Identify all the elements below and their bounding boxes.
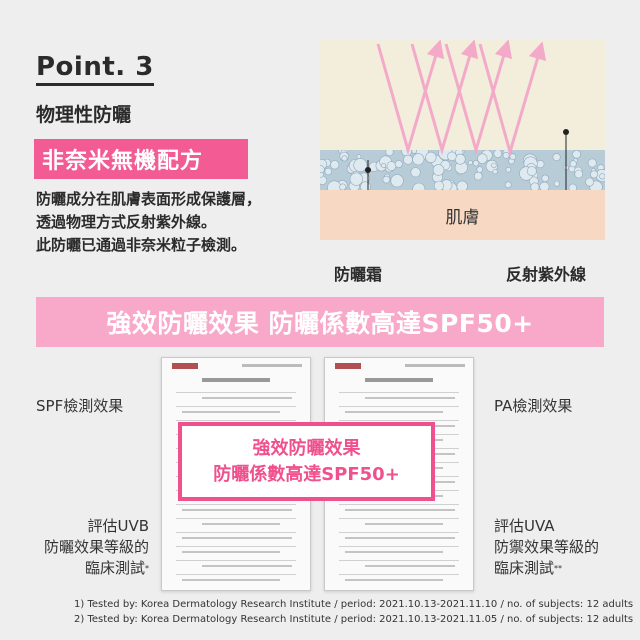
description-line: 透過物理方式反射紫外線。 (36, 213, 217, 231)
spf-test-label: SPF檢測效果 (36, 397, 124, 415)
overlay-line: 強效防曬效果 (252, 437, 361, 459)
uv-arrows-graphic (365, 40, 569, 190)
footnotes: 1) Tested by: Korea Dermatology Research… (74, 597, 633, 627)
footnote-1: 1) Tested by: Korea Dermatology Research… (74, 599, 634, 610)
section-subtitle: 物理性防曬 (36, 104, 132, 126)
pa-test-label: PA檢測效果 (494, 397, 573, 415)
sunscreen-film-layer (320, 150, 605, 190)
skin-label: 肌膚 (445, 207, 480, 228)
spf-result-overlay: 強效防曬效果 防曬係數高達SPF50+ (178, 422, 435, 501)
banner-text: 強效防曬效果 防曬係數高達SPF50+ (106, 309, 534, 338)
spf-banner: 強效防曬效果 防曬係數高達SPF50+ (36, 297, 604, 347)
description-line: 防曬成分在肌膚表面形成保護層， (36, 190, 262, 208)
uva-clinical-test-label: 評估UVA 防禦效果等級的 臨床測試** (494, 517, 600, 577)
footnote-2: 2) Tested by: Korea Dermatology Research… (74, 614, 634, 625)
uv-reflection-diagram: 肌膚 (320, 40, 605, 240)
uvb-clinical-test-label: 評估UVB 防曬效果等級的 臨床測試* (43, 517, 149, 577)
particles-graphic (320, 150, 605, 190)
description: 防曬成分在肌膚表面形成保護層， 透過物理方式反射紫外線。 此防曬已通過非奈米粒子… (36, 188, 326, 257)
overlay-line: 防曬係數高達SPF50+ (213, 463, 400, 485)
formula-tag: 非奈米無機配方 (34, 139, 248, 179)
point-title: Point. 3 (36, 52, 154, 86)
sunscreen-label: 防曬霜 (334, 265, 383, 284)
reflected-uv-label: 反射紫外線 (506, 265, 587, 284)
description-line: 此防曬已通過非奈米粒子檢測。 (36, 236, 247, 254)
skin-layer: 肌膚 (320, 190, 605, 240)
